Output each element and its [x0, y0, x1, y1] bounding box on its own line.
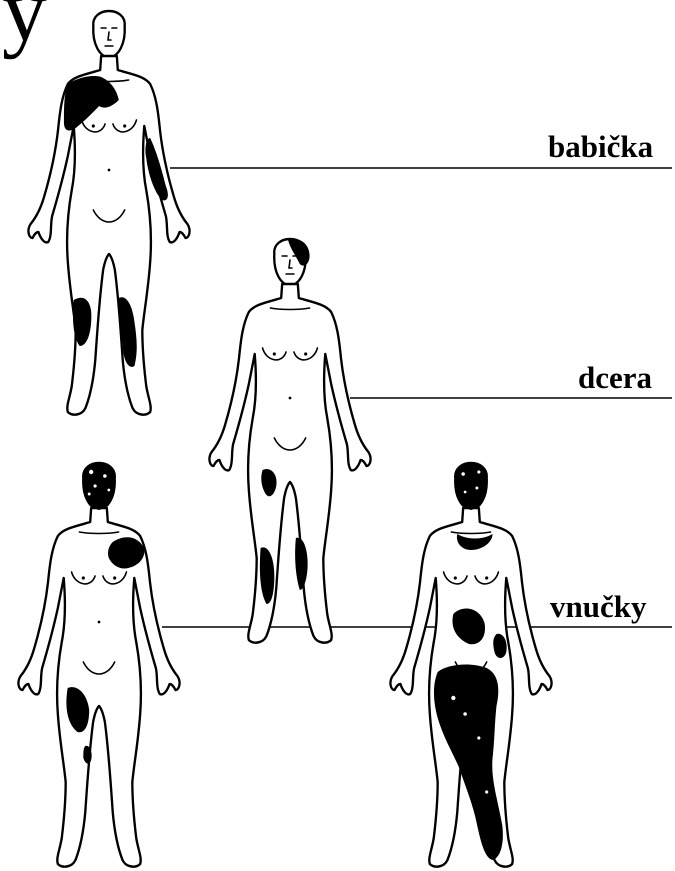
figure-granddaughter-2: [390, 463, 551, 867]
label-grandmother: babička: [548, 131, 653, 162]
label-granddaughters: vnučky: [550, 591, 646, 622]
label-daughter: dcera: [578, 362, 652, 393]
figure-daughter: [209, 239, 370, 643]
figure-granddaughter-1: [18, 463, 179, 867]
figure-grandmother: [28, 11, 189, 415]
